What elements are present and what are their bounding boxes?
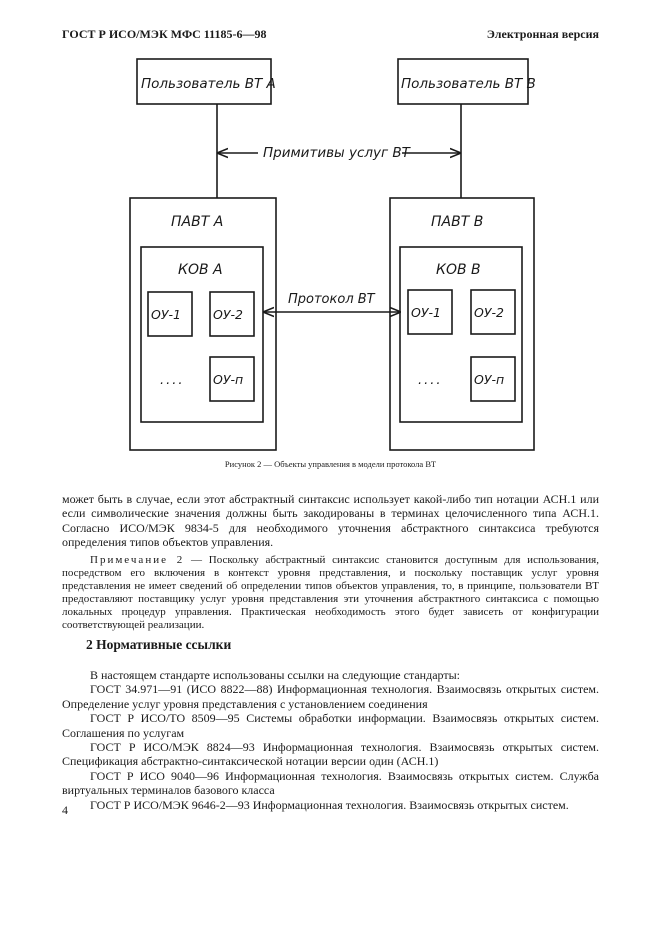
ou2-a-box [209, 291, 255, 337]
reference-item: ГОСТ Р ИСО 9040—96 Информационная технол… [62, 768, 599, 798]
kov-a-box [140, 246, 264, 423]
reference-item: ГОСТ Р ИСО/МЭК 9646-2—93 Информационная … [90, 797, 569, 812]
pavt-b-box [389, 197, 535, 451]
document-header-right: Электронная версия [486, 27, 599, 41]
body-paragraph: может быть в случае, если этот абстрактн… [62, 492, 599, 549]
ellipsis-a: .... [160, 373, 185, 388]
oun-a-label: ОУ-п [213, 372, 243, 387]
reference-item: ГОСТ Р ИСО/МЭК 8824—93 Информационная те… [62, 740, 599, 769]
oun-b-box [470, 356, 516, 402]
ou2-b-box [470, 289, 516, 335]
kov-b-box [399, 246, 523, 423]
note-label: Примечание 2 [90, 554, 185, 566]
kov-a-label: КОВ А [178, 262, 223, 278]
ou1-b-label: ОУ-1 [411, 305, 441, 320]
ou2-b-label: ОУ-2 [474, 305, 504, 320]
figure-diagram: Пользователь ВТ А Пользователь ВТ В Прим… [129, 58, 536, 451]
user-a-label: Пользователь ВТ А [141, 76, 276, 92]
ou1-a-label: ОУ-1 [151, 307, 181, 322]
references-intro: В настоящем стандарте использованы ссылк… [90, 668, 461, 682]
page-number: 4 [62, 803, 68, 817]
section-title: 2 Нормативные ссылки [86, 637, 232, 652]
ou1-b-box [407, 289, 453, 335]
reference-item: ГОСТ 34.971—91 (ИСО 8822—88) Информацион… [62, 682, 599, 711]
references-list: В настоящем стандарте использованы ссылк… [62, 668, 599, 812]
ellipsis-b: .... [418, 373, 443, 388]
oun-b-label: ОУ-п [474, 372, 504, 387]
pavt-a-label: ПАВТ А [171, 214, 223, 230]
figure-caption: Рисунок 2 — Объекты управления в модели … [224, 459, 437, 469]
oun-a-box [209, 356, 255, 402]
note-text: — Поскольку абстрактный синтаксис станов… [62, 554, 599, 631]
user-b-box [397, 58, 529, 105]
document-header-left: ГОСТ Р ИСО/МЭК МФС 11185-6—98 [62, 27, 267, 41]
protocol-label: Протокол ВТ [288, 292, 376, 307]
primitives-label: Примитивы услуг ВТ [263, 145, 412, 161]
user-b-label: Пользователь ВТ В [401, 76, 536, 92]
pavt-a-box [129, 197, 277, 451]
user-a-box [136, 58, 272, 105]
pavt-b-label: ПАВТ В [431, 214, 483, 230]
ou1-a-box [147, 291, 193, 337]
ou2-a-label: ОУ-2 [213, 307, 243, 322]
note-paragraph: Примечание 2 — Поскольку абстрактный син… [62, 554, 599, 632]
reference-item: ГОСТ Р ИСО/ТО 8509—95 Системы обработки … [62, 711, 599, 740]
kov-b-label: КОВ В [436, 262, 481, 278]
